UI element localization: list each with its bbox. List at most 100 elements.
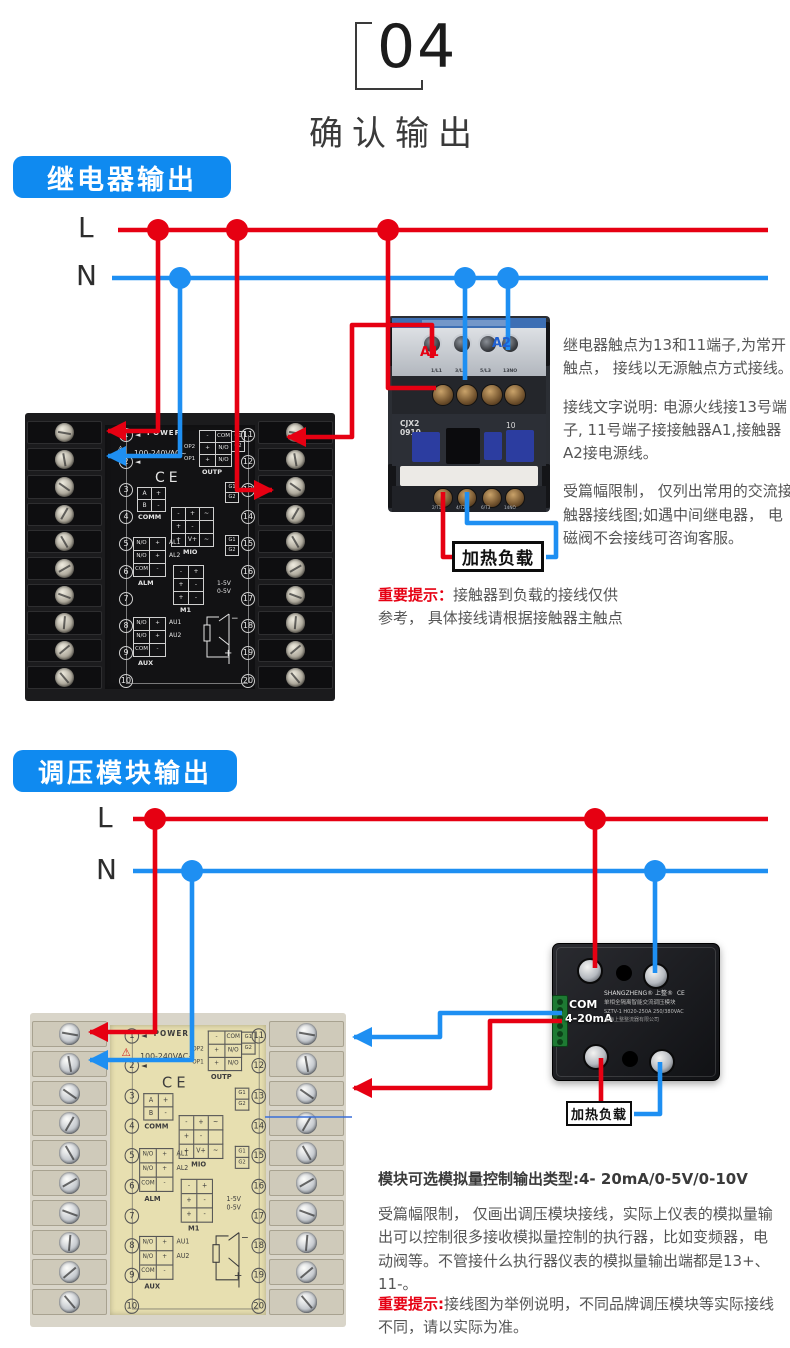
panel-label: SZTV-1 H020-250A 250/380VAC <box>604 1009 684 1015</box>
panel-label: 4-20mA <box>565 1012 613 1025</box>
terminal-number: 9 <box>124 1268 140 1284</box>
terminal-map-block: N/O+N/O+COM- <box>139 1148 174 1192</box>
terminal-number: 17 <box>251 1208 266 1224</box>
terminal-number: 7 <box>119 591 133 606</box>
panel-label: OP1 <box>184 456 196 462</box>
terminal-number: 18 <box>241 619 255 634</box>
coil-terminal <box>478 334 498 354</box>
panel-label: POWER <box>147 429 181 437</box>
terminal-number: 19 <box>241 646 255 661</box>
panel-label: 14NO <box>504 505 516 510</box>
terminal-number: 4 <box>124 1118 140 1134</box>
panel-label: 2/T1 <box>432 505 442 510</box>
panel-label: AL1 <box>176 1150 189 1158</box>
panel-label: ⚠ <box>121 1046 131 1060</box>
coil-terminal <box>452 334 472 354</box>
module-section-badge: 调压模块输出 <box>13 750 237 792</box>
panel-label: 6/T3 <box>481 505 491 510</box>
panel-label: AL1 <box>169 539 181 546</box>
relay-section-badge: 继电器输出 <box>13 156 231 198</box>
wire-l-to-term1 <box>105 230 161 442</box>
relay-paragraph-2: 接线文字说明: 电源火线接13号端子, 11号端子接接触器A1,接触器A2接电源… <box>563 397 787 463</box>
terminal-number: 14 <box>251 1118 266 1134</box>
terminal-number: 7 <box>124 1208 140 1224</box>
module-output-types: 模块可选模拟量控制输出类型:4- 20mA/0-5V/0-10V <box>378 1170 748 1188</box>
panel-label: ◄ <box>141 1031 147 1041</box>
wire-com-to-term11 <box>351 1010 562 1048</box>
terminal-number: 14 <box>241 509 255 524</box>
panel-label: MIO <box>191 1160 207 1169</box>
panel-label: CE <box>155 470 182 486</box>
ssr-terminal-screw <box>649 1049 675 1075</box>
neutral-line-label: N <box>76 259 97 292</box>
terminal-number: 10 <box>124 1298 140 1314</box>
panel-label: − <box>241 1232 249 1244</box>
terminal-number: 10 <box>119 673 133 688</box>
terminal-number: 17 <box>241 591 255 606</box>
terminal-number: 13 <box>251 1088 266 1104</box>
module-important-note: 重要提示:接线图为举例说明，不同品牌调压模块等实际接线不同，请以实际为准。 <box>378 1293 780 1340</box>
panel-label: 上海上整整流器有限公司 <box>604 1017 660 1023</box>
page-title: 确认输出 <box>309 114 481 154</box>
terminal-number: 15 <box>241 537 255 552</box>
terminal-map-block: A+B- <box>143 1093 174 1121</box>
terminal-number: 1 <box>119 428 133 442</box>
panel-label: OP1 <box>192 1059 204 1066</box>
panel-label: 13NO <box>503 369 518 374</box>
terminal-number: 19 <box>251 1268 266 1284</box>
terminal-map-block: -+~+-+V+~ <box>171 507 214 547</box>
terminal-number: 20 <box>241 673 255 688</box>
panel-label: CE <box>162 1074 190 1093</box>
panel-label: + <box>233 1269 243 1283</box>
panel-label: 0-5V <box>226 1204 241 1212</box>
terminal-number: 3 <box>124 1088 140 1104</box>
panel-label: 单相全隔离智能交流调压模块 <box>604 1000 676 1006</box>
terminal-number: 2 <box>119 455 133 470</box>
terminal-number: 15 <box>251 1148 266 1164</box>
ssr-terminal-screw <box>577 958 603 984</box>
terminal-number: 6 <box>119 564 133 579</box>
terminal-map-block: N/O+N/O+COM- <box>139 1235 174 1280</box>
terminal-number: 8 <box>119 619 133 634</box>
panel-label: COM <box>569 998 598 1011</box>
module-note-text: 接线图为举例说明，不同品牌调压模块等实际接线不同，请以实际为准。 <box>378 1295 775 1337</box>
main-terminal-screw <box>481 384 503 406</box>
panel-label: 1-5V <box>217 580 231 587</box>
panel-label: CJX2 <box>400 419 420 428</box>
relay-paragraph-1: 继电器触点为13和11端子,为常开触点， 接线以无源触点方式接线。 <box>563 336 790 378</box>
ssr-terminal-screw <box>643 963 669 989</box>
terminal-number: 16 <box>251 1178 266 1194</box>
panel-label: ALM <box>144 1194 161 1203</box>
terminal-number: 8 <box>124 1238 140 1254</box>
panel-label: 1-5V <box>226 1195 241 1203</box>
terminal-number: 3 <box>119 482 133 497</box>
panel-label: POWER <box>153 1029 190 1039</box>
panel-label: SHANGZHENG® 上整® CE <box>604 990 685 997</box>
terminal-number: 13 <box>241 482 255 497</box>
contactor-a2-label: A2 <box>492 336 512 351</box>
panel-label: AU1 <box>176 1238 190 1246</box>
panel-label: − <box>231 614 239 624</box>
terminal-number: 4 <box>119 509 133 524</box>
panel-label: M1 <box>180 606 191 614</box>
panel-label: OUTP <box>202 468 223 476</box>
panel-label: ◄ <box>135 431 141 439</box>
terminal-number: 1 <box>124 1028 140 1044</box>
live-line-label-2: L <box>97 801 113 834</box>
contactor-head <box>392 328 546 376</box>
terminal-number: 20 <box>251 1298 266 1314</box>
panel-label: AL2 <box>169 552 181 559</box>
panel-label: 100-240VAC~ <box>140 1051 195 1062</box>
main-terminal-screw <box>456 384 478 406</box>
panel-label: + <box>224 648 233 659</box>
